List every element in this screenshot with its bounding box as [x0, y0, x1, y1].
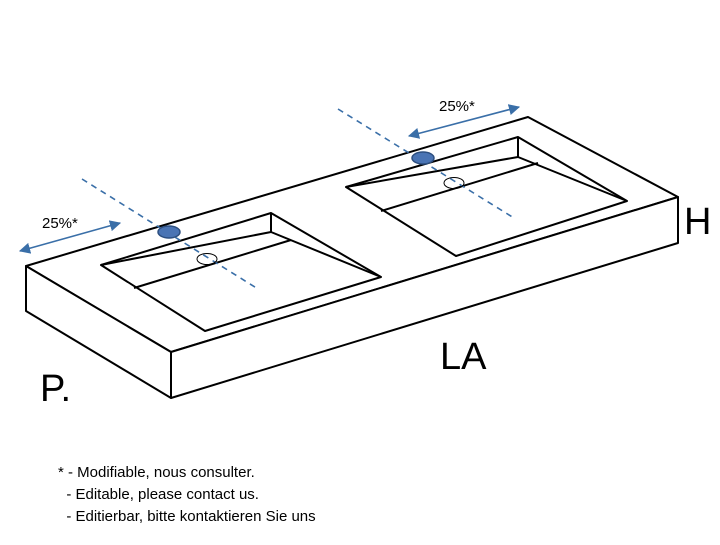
right-tap-hole: [411, 151, 435, 165]
slab-right-face: [170, 196, 679, 399]
left-basin-back-edge: [100, 231, 272, 266]
right-drain: [443, 177, 465, 189]
right-offset-arrow: [407, 104, 521, 139]
countertop-slab: [25, 116, 679, 399]
label-offset-left: 25%*: [42, 215, 78, 232]
left-tap-hole: [157, 225, 181, 239]
tap-holes: [157, 151, 435, 239]
left-drain: [196, 253, 218, 265]
note-line-1: * - Modifiable, nous consulter.: [58, 464, 255, 481]
note-line-2: - Editable, please contact us.: [58, 486, 259, 503]
left-offset-arrow: [18, 220, 122, 254]
right-basin-back-edge: [345, 156, 519, 188]
label-height: H: [684, 201, 711, 243]
label-depth: P.: [40, 368, 71, 410]
right-basin: [345, 136, 628, 257]
label-width: LA: [440, 336, 487, 378]
note-line-3: - Editierbar, bitte kontaktieren Sie uns: [58, 508, 316, 525]
right-basin-inner-edge: [380, 162, 539, 212]
offset-arrows: [18, 104, 521, 254]
drains: [196, 177, 465, 265]
label-offset-right: 25%*: [439, 98, 475, 115]
